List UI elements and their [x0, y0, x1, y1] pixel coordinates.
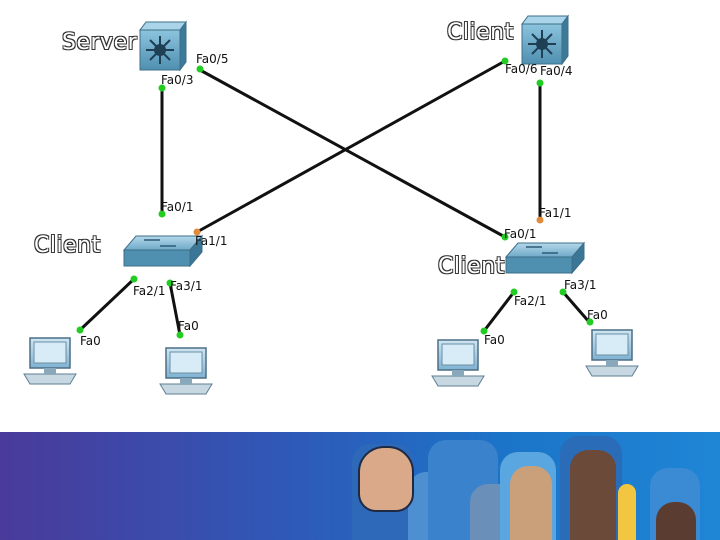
- port-label-fa1-1-right: Fa1/1: [539, 206, 572, 220]
- port-label-pc3-fa0: Fa0: [484, 333, 505, 347]
- port-label-fa0-6: Fa0/6: [505, 62, 538, 76]
- link-right-switch-to-pc4: [561, 291, 592, 324]
- port-up-dot: [166, 279, 174, 287]
- link-client-to-left-switch: [196, 59, 506, 234]
- banner-stripe: [510, 466, 552, 540]
- port-status-dots: [76, 57, 594, 339]
- port-label-fa0-3: Fa0/3: [161, 73, 194, 87]
- switch-icon[interactable]: [504, 241, 586, 275]
- port-up-dot: [158, 84, 166, 92]
- port-label-pc4-fa0: Fa0: [587, 308, 608, 322]
- port-label-fa2-1-right: Fa2/1: [514, 294, 547, 308]
- links: [78, 59, 592, 336]
- link-right-switch-to-pc3: [482, 291, 516, 332]
- port-up-dot: [536, 216, 544, 224]
- port-up-dot: [510, 288, 518, 296]
- port-label-fa3-1-left: Fa3/1: [170, 279, 203, 293]
- port-up-dot: [559, 288, 567, 296]
- pc-icon[interactable]: [23, 337, 77, 385]
- multilayer-switch-icon[interactable]: [139, 20, 187, 72]
- banner-stripe: [570, 450, 616, 540]
- link-left-switch-to-pc1: [78, 277, 136, 332]
- port-up-dot: [76, 326, 84, 334]
- port-label-fa2-1-left: Fa2/1: [133, 284, 166, 298]
- network-topology-diagram: [23, 14, 639, 395]
- port-up-dot: [176, 331, 184, 339]
- port-label-fa0-1-left: Fa0/1: [161, 200, 194, 214]
- pc-icon[interactable]: [159, 347, 213, 395]
- decorative-photo-banner: [0, 432, 720, 540]
- port-up-dot: [130, 275, 138, 283]
- port-label-fa1-1-left: Fa1/1: [195, 234, 228, 248]
- port-up-dot: [536, 79, 544, 87]
- switch-icon[interactable]: [122, 234, 204, 268]
- client-left-role-label: Client: [34, 233, 101, 258]
- link-server-to-right-switch: [199, 68, 506, 239]
- port-label-fa0-5: Fa0/5: [196, 52, 229, 66]
- link-left-switch-to-pc2: [168, 282, 182, 336]
- port-up-dot: [586, 318, 594, 326]
- pc-icon[interactable]: [431, 339, 485, 387]
- port-up-dot: [158, 210, 166, 218]
- client-top-role-label: Client: [447, 20, 514, 45]
- port-label-pc1-fa0: Fa0: [80, 334, 101, 348]
- port-up-dot: [501, 233, 509, 241]
- port-up-dot: [480, 327, 488, 335]
- port-label-fa0-4: Fa0/4: [540, 64, 573, 78]
- port-label-fa3-1-right: Fa3/1: [564, 278, 597, 292]
- pc-icon[interactable]: [585, 329, 639, 377]
- port-label-fa0-1-right: Fa0/1: [504, 227, 537, 241]
- banner-stripe: [618, 484, 636, 540]
- port-label-pc2-fa0: Fa0: [178, 319, 199, 333]
- client-right-role-label: Client: [438, 254, 505, 279]
- server-role-label: Server: [62, 30, 138, 55]
- banner-face: [358, 446, 414, 512]
- multilayer-switch-icon[interactable]: [521, 14, 569, 66]
- port-up-dot: [501, 57, 509, 65]
- port-blocked-dot: [193, 228, 201, 236]
- port-up-dot: [196, 65, 204, 73]
- banner-stripe: [656, 502, 696, 540]
